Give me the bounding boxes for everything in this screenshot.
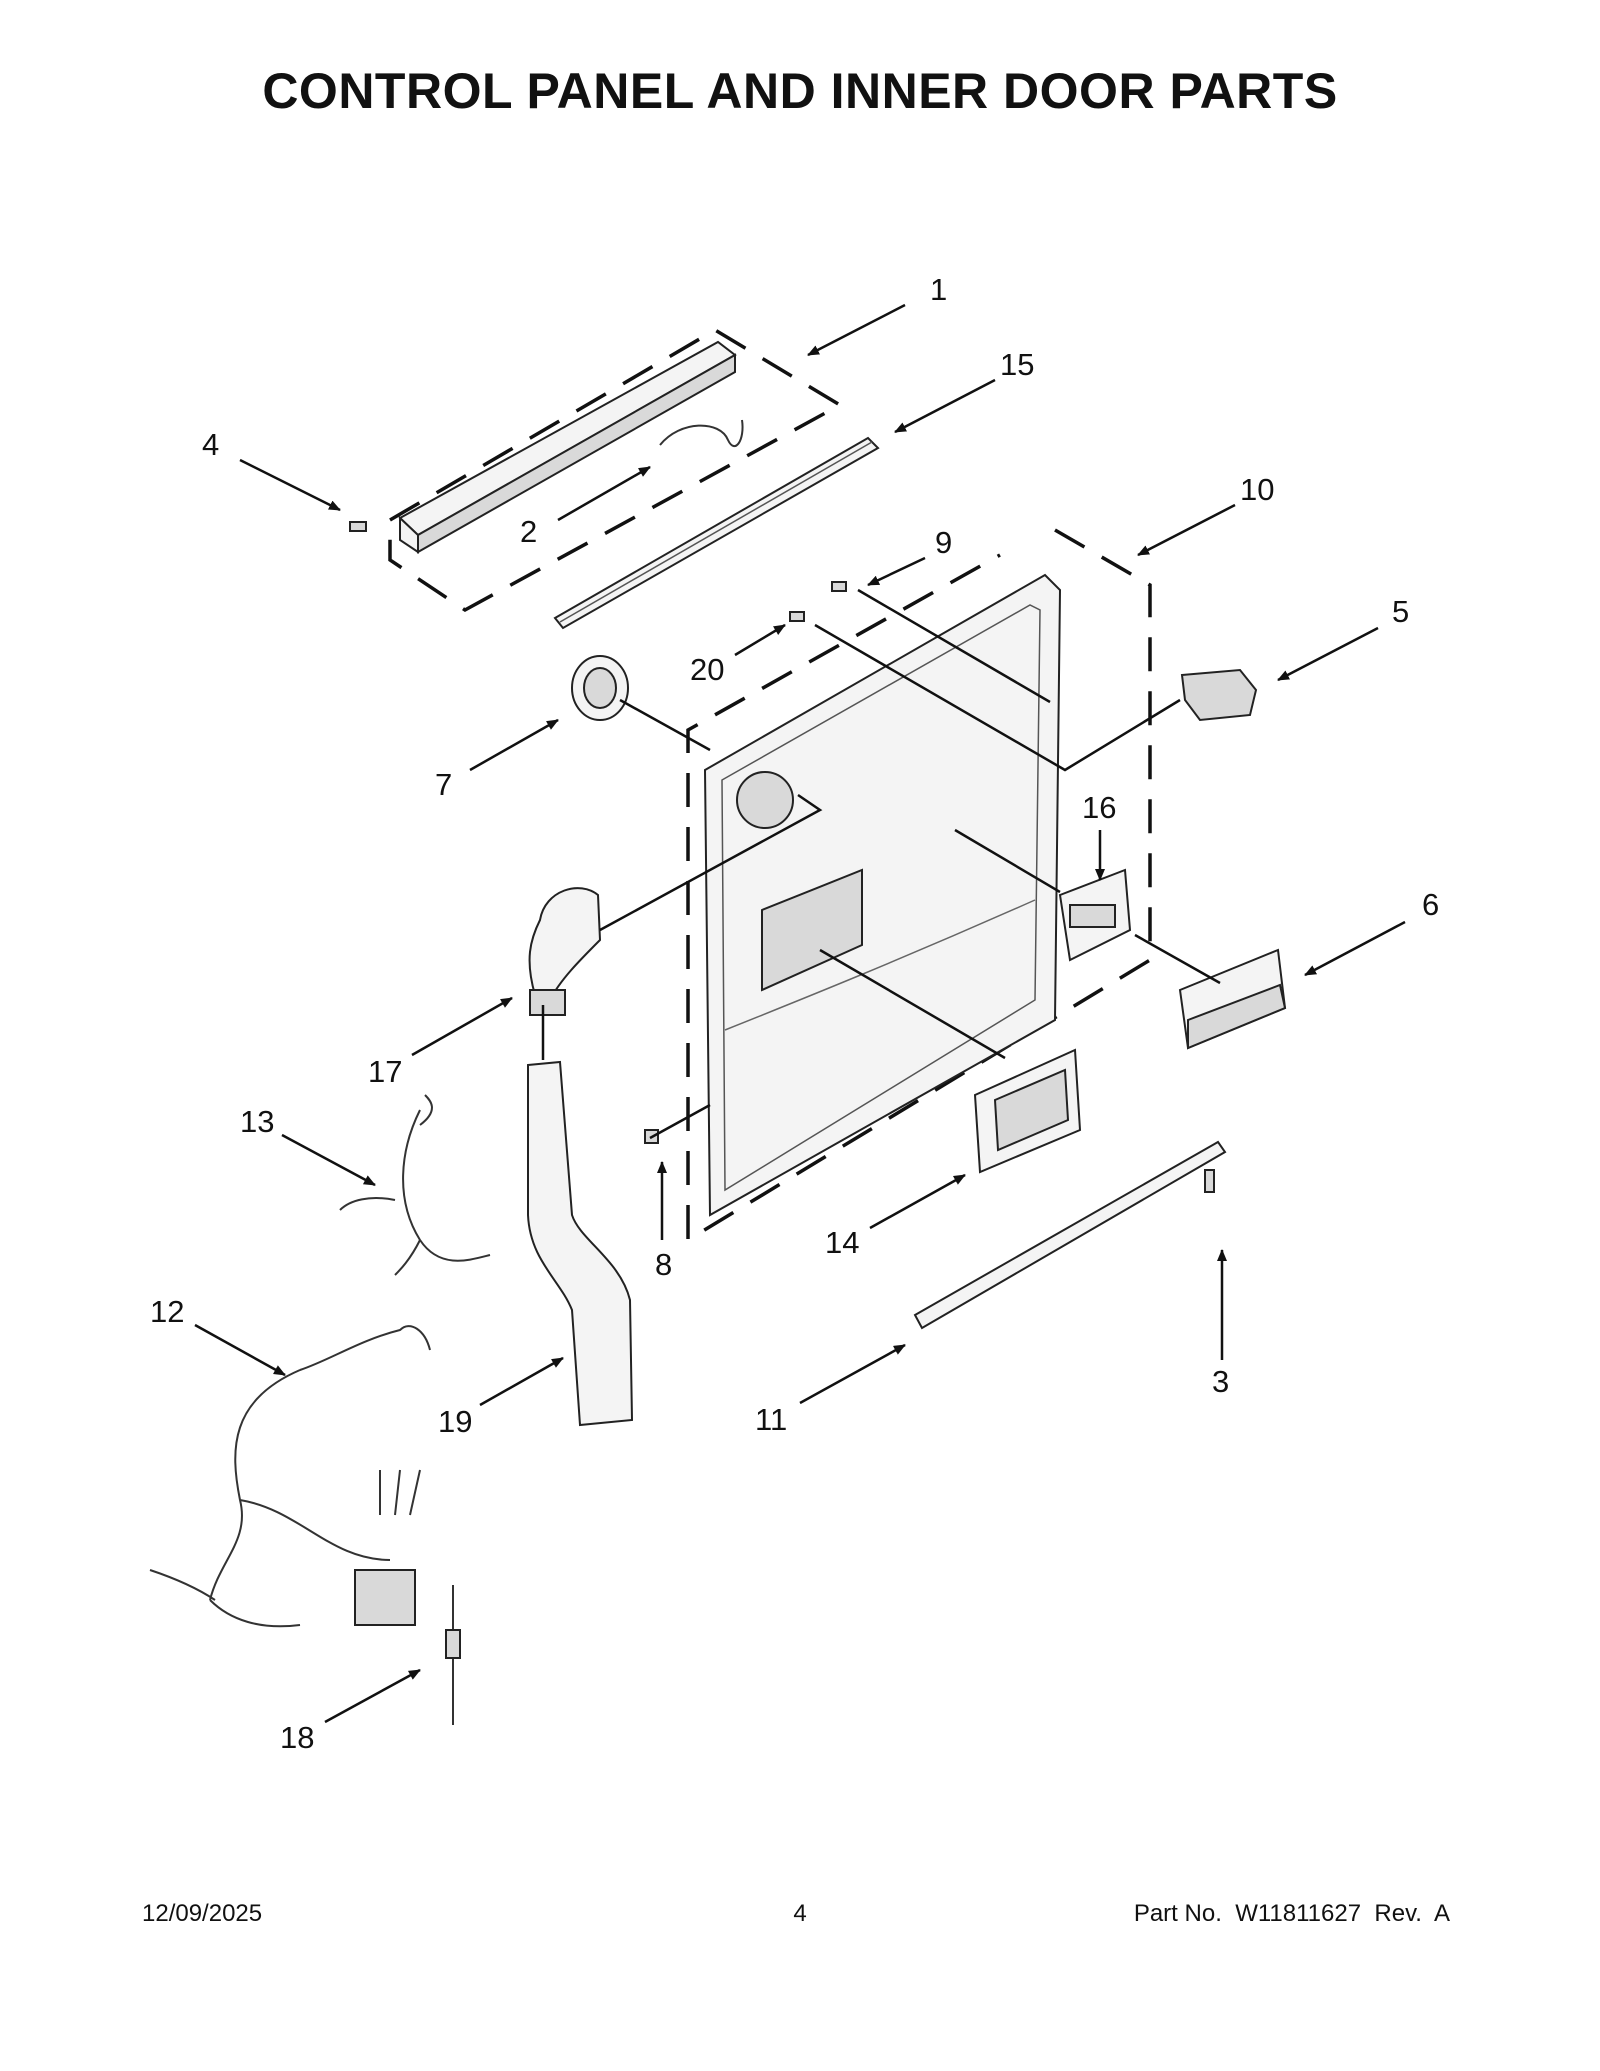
screw-part-3 [1204,1169,1215,1193]
callout-9: 9 [935,525,952,560]
door-latch [1180,668,1258,722]
callout-5: 5 [1392,594,1409,629]
bracket-part-16 [1058,868,1132,962]
callout-7: 7 [435,767,452,802]
callout-16: 16 [1082,790,1116,825]
toe-panel [913,1140,1227,1330]
inner-door-assembly [686,528,1152,1244]
vent-duct [527,887,634,1427]
callout-11: 11 [755,1402,787,1437]
callout-2: 2 [520,514,537,549]
callout-20: 20 [690,652,724,687]
footer-page-number: 4 [793,1900,807,1927]
callout-12: 12 [150,1294,184,1329]
callout-15: 15 [1000,347,1034,382]
callout-4: 4 [202,427,219,462]
page-title: CONTROL PANEL AND INNER DOOR PARTS [262,63,1338,119]
dispenser [973,1048,1082,1174]
screw-part-4 [349,521,367,532]
screw-part-9 [831,581,847,592]
callout-10: 10 [1240,472,1274,507]
callout-13: 13 [240,1104,274,1139]
main-wire-harness [149,1325,431,1628]
callout-3: 3 [1212,1364,1229,1399]
wire-harness-part-13 [339,1094,491,1276]
callout-18: 18 [280,1720,314,1755]
connection-lines [541,588,1221,1140]
thermal-fuse [445,1585,461,1725]
callout-17: 17 [368,1054,402,1089]
user-interface-board [1178,948,1287,1050]
control-panel-assembly [388,327,844,613]
callout-19: 19 [438,1404,472,1439]
footer-date: 12/09/2025 [142,1900,263,1927]
callout-14: 14 [825,1225,859,1260]
callout-8: 8 [655,1247,672,1282]
vent-part [571,655,629,721]
callout-6: 6 [1422,887,1439,922]
footer-part-number: Part No. W11811627 Rev. A [1133,1900,1450,1927]
screw-part-20 [789,611,805,622]
callout-1: 1 [930,272,947,307]
vent-gasket [553,436,880,630]
